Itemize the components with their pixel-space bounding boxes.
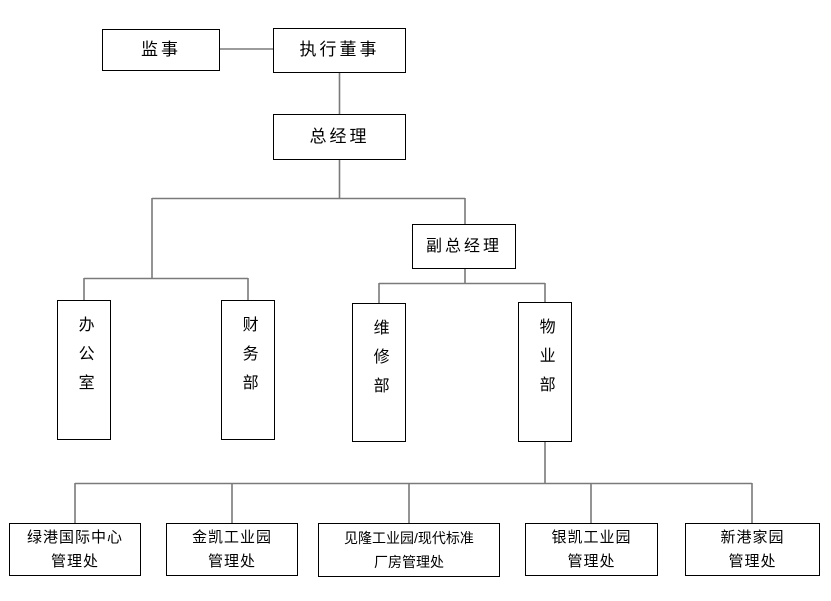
- node-deputy-general-manager-label: 副总经理: [425, 237, 502, 255]
- node-general-manager: 总经理: [273, 114, 406, 160]
- node-jinkai-line1: 金凯工业园: [191, 528, 272, 546]
- node-jinkai-industrial-park-office: 金凯工业园 管理处: [166, 523, 298, 576]
- node-yinkai-industrial-park-office: 银凯工业园 管理处: [525, 523, 658, 576]
- node-lvgang-international-center-office: 绿港国际中心 管理处: [9, 523, 141, 576]
- node-supervisor-label: 监事: [141, 39, 181, 59]
- node-jianlong-industrial-park-office: 见隆工业园/现代标准 厂房管理处: [318, 523, 500, 577]
- node-finance-dept: 财务部: [221, 300, 275, 440]
- node-supervisor: 监事: [102, 29, 220, 71]
- node-jianlong-line1: 见隆工业园/现代标准: [344, 530, 474, 546]
- node-jianlong-line2: 厂房管理处: [374, 554, 444, 570]
- node-office-dept-label: 办公室: [75, 316, 93, 403]
- node-yinkai-line1: 银凯工业园: [551, 528, 632, 546]
- node-property-dept: 物业部: [518, 302, 572, 442]
- node-executive-director-label: 执行董事: [299, 40, 380, 60]
- node-executive-director: 执行董事: [273, 28, 406, 73]
- node-maintenance-dept: 维修部: [352, 303, 406, 442]
- node-yinkai-line2: 管理处: [567, 552, 616, 570]
- node-finance-dept-label: 财务部: [239, 316, 257, 403]
- node-lvgang-line2: 管理处: [50, 552, 99, 570]
- node-jinkai-line2: 管理处: [207, 552, 256, 570]
- node-property-dept-label: 物业部: [536, 318, 554, 405]
- node-lvgang-line1: 绿港国际中心: [26, 528, 123, 546]
- node-general-manager-label: 总经理: [309, 126, 370, 146]
- node-xingang-line2: 管理处: [728, 552, 777, 570]
- node-maintenance-dept-label: 维修部: [370, 319, 388, 406]
- node-xingang-homeland-office: 新港家园 管理处: [685, 523, 820, 576]
- node-deputy-general-manager: 副总经理: [412, 224, 516, 269]
- node-xingang-line1: 新港家园: [720, 528, 785, 546]
- node-office-dept: 办公室: [57, 300, 111, 440]
